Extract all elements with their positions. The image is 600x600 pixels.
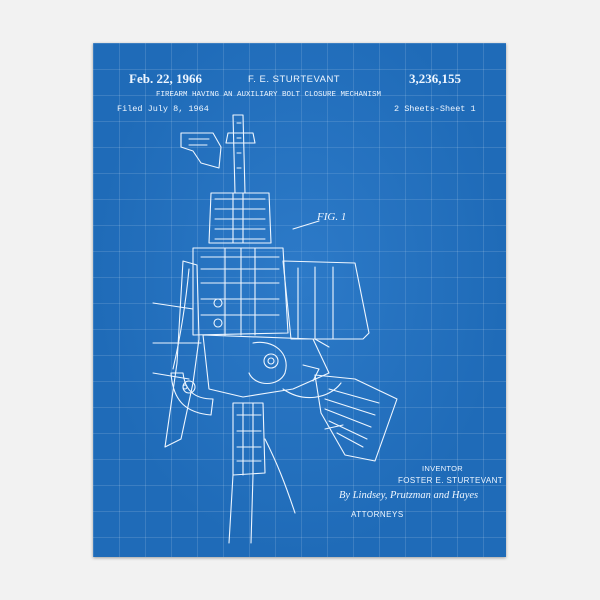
figure-label: FIG. 1 [317, 211, 347, 223]
patent-title: FIREARM HAVING AN AUXILIARY BOLT CLOSURE… [156, 91, 382, 99]
patent-number: 3,236,155 [409, 71, 461, 86]
blueprint-poster: Feb. 22, 1966 F. E. STURTEVANT 3,236,155… [93, 43, 506, 557]
sheet-count: 2 Sheets-Sheet 1 [394, 104, 476, 114]
attorneys-label: ATTORNEYS [351, 510, 404, 519]
filed-date: Filed July 8, 1964 [117, 104, 209, 114]
inventor-full-name: FOSTER E. STURTEVANT [398, 476, 504, 485]
inventor-name: F. E. STURTEVANT [248, 74, 341, 85]
attorney-signature: By Lindsey, Prutzman and Hayes [339, 490, 479, 501]
rifle-drawing [152, 114, 398, 544]
patent-date: Feb. 22, 1966 [129, 71, 202, 86]
inventor-label: INVENTOR [422, 464, 464, 473]
